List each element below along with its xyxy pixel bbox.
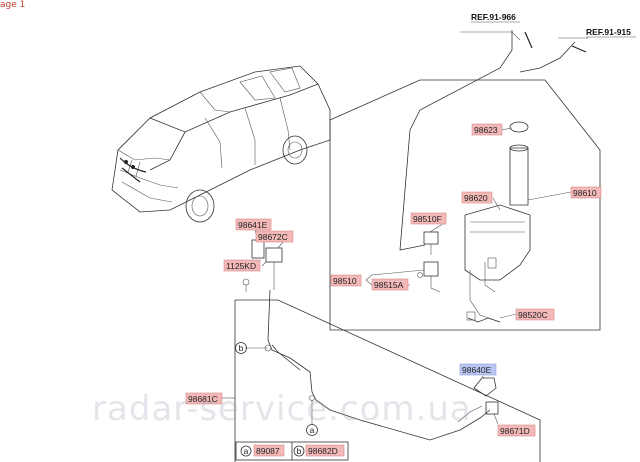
- part-label-98682D[interactable]: 98682D: [305, 444, 345, 457]
- washer-pumps: [417, 231, 441, 293]
- part-label-98623[interactable]: 98623: [471, 123, 503, 136]
- svg-text:98641E: 98641E: [238, 220, 268, 230]
- svg-text:98681C: 98681C: [188, 394, 218, 404]
- ref-label-91-966[interactable]: REF.91-966: [471, 12, 516, 22]
- svg-text:98640E: 98640E: [462, 365, 492, 375]
- part-label-98672C[interactable]: 98672C: [255, 230, 294, 243]
- legend-table: [235, 441, 349, 461]
- svg-text:98672C: 98672C: [258, 232, 288, 242]
- part-label-98610[interactable]: 98610: [570, 186, 602, 199]
- part-label-98510[interactable]: 98510: [330, 274, 362, 287]
- part-label-98641E[interactable]: 98641E: [235, 218, 272, 231]
- svg-text:89087: 89087: [256, 446, 280, 456]
- page-label: age 1: [0, 0, 26, 10]
- part-label-1125KD[interactable]: 1125KD: [223, 259, 261, 272]
- part-label-98640E[interactable]: 98640E: [459, 363, 497, 376]
- part-label-98510F[interactable]: 98510F: [410, 212, 447, 225]
- callout-a-legend: a: [240, 445, 252, 457]
- callout-b-legend: b: [293, 445, 305, 457]
- svg-text:98510F: 98510F: [413, 214, 442, 224]
- svg-text:98520C: 98520C: [518, 310, 548, 320]
- svg-text:98682D: 98682D: [308, 446, 338, 456]
- svg-text:b: b: [239, 343, 244, 353]
- washer-nozzle-rear: [457, 377, 499, 423]
- svg-text:98610: 98610: [573, 188, 597, 198]
- washer-reservoir: [464, 121, 531, 323]
- part-label-98515A[interactable]: 98515A: [371, 278, 409, 291]
- svg-text:98620: 98620: [464, 193, 488, 203]
- svg-text:98515A: 98515A: [374, 280, 404, 290]
- callout-a-middle: a: [306, 424, 318, 436]
- svg-text:b: b: [297, 446, 302, 456]
- part-label-98671D[interactable]: 98671D: [497, 424, 536, 437]
- svg-text:a: a: [244, 446, 249, 456]
- ref-label-91-915[interactable]: REF.91-915: [586, 27, 631, 37]
- reservoir-frame: [329, 79, 601, 331]
- svg-text:98510: 98510: [333, 276, 357, 286]
- part-label-98520C[interactable]: 98520C: [515, 308, 555, 321]
- nozzle-frame: [234, 299, 541, 462]
- svg-text:a: a: [310, 425, 315, 435]
- svg-text:98623: 98623: [474, 125, 498, 135]
- part-label-98681C[interactable]: 98681C: [185, 392, 223, 405]
- callout-b-upper: b: [235, 342, 247, 354]
- part-label-89087[interactable]: 89087: [253, 444, 285, 457]
- vehicle-illustration: [111, 65, 331, 223]
- svg-text:1125KD: 1125KD: [226, 261, 256, 271]
- part-label-98620[interactable]: 98620: [461, 191, 493, 204]
- watermark: radar-service.com.ua: [92, 389, 472, 429]
- svg-text:98671D: 98671D: [500, 426, 530, 436]
